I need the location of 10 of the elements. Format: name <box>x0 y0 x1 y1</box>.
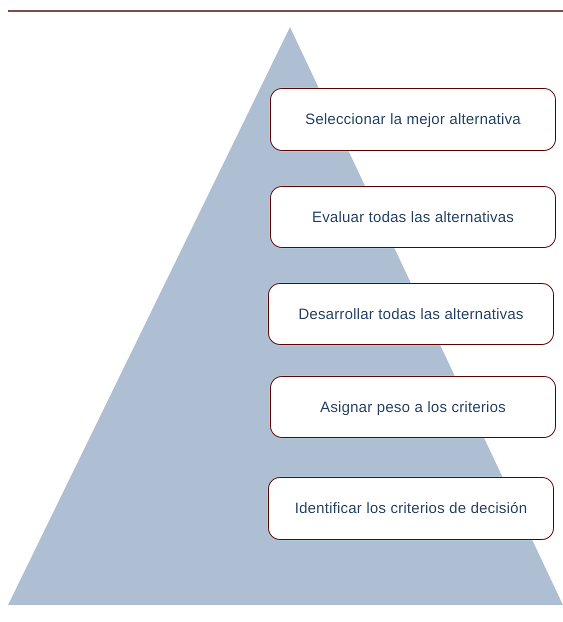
step-box <box>268 477 554 540</box>
step-box <box>270 88 556 151</box>
step-box <box>270 186 556 248</box>
step-label: Seleccionar la mejor alternativa <box>305 111 521 128</box>
step-label: Evaluar todas las alternativas <box>312 208 514 226</box>
step-box <box>270 376 556 438</box>
step-box <box>268 283 554 345</box>
step-label: Identificar los criterios de decisión <box>294 500 528 517</box>
step-label: Desarrollar todas las alternativas <box>298 306 524 322</box>
step-label: Asignar peso a los criterios <box>320 398 506 416</box>
